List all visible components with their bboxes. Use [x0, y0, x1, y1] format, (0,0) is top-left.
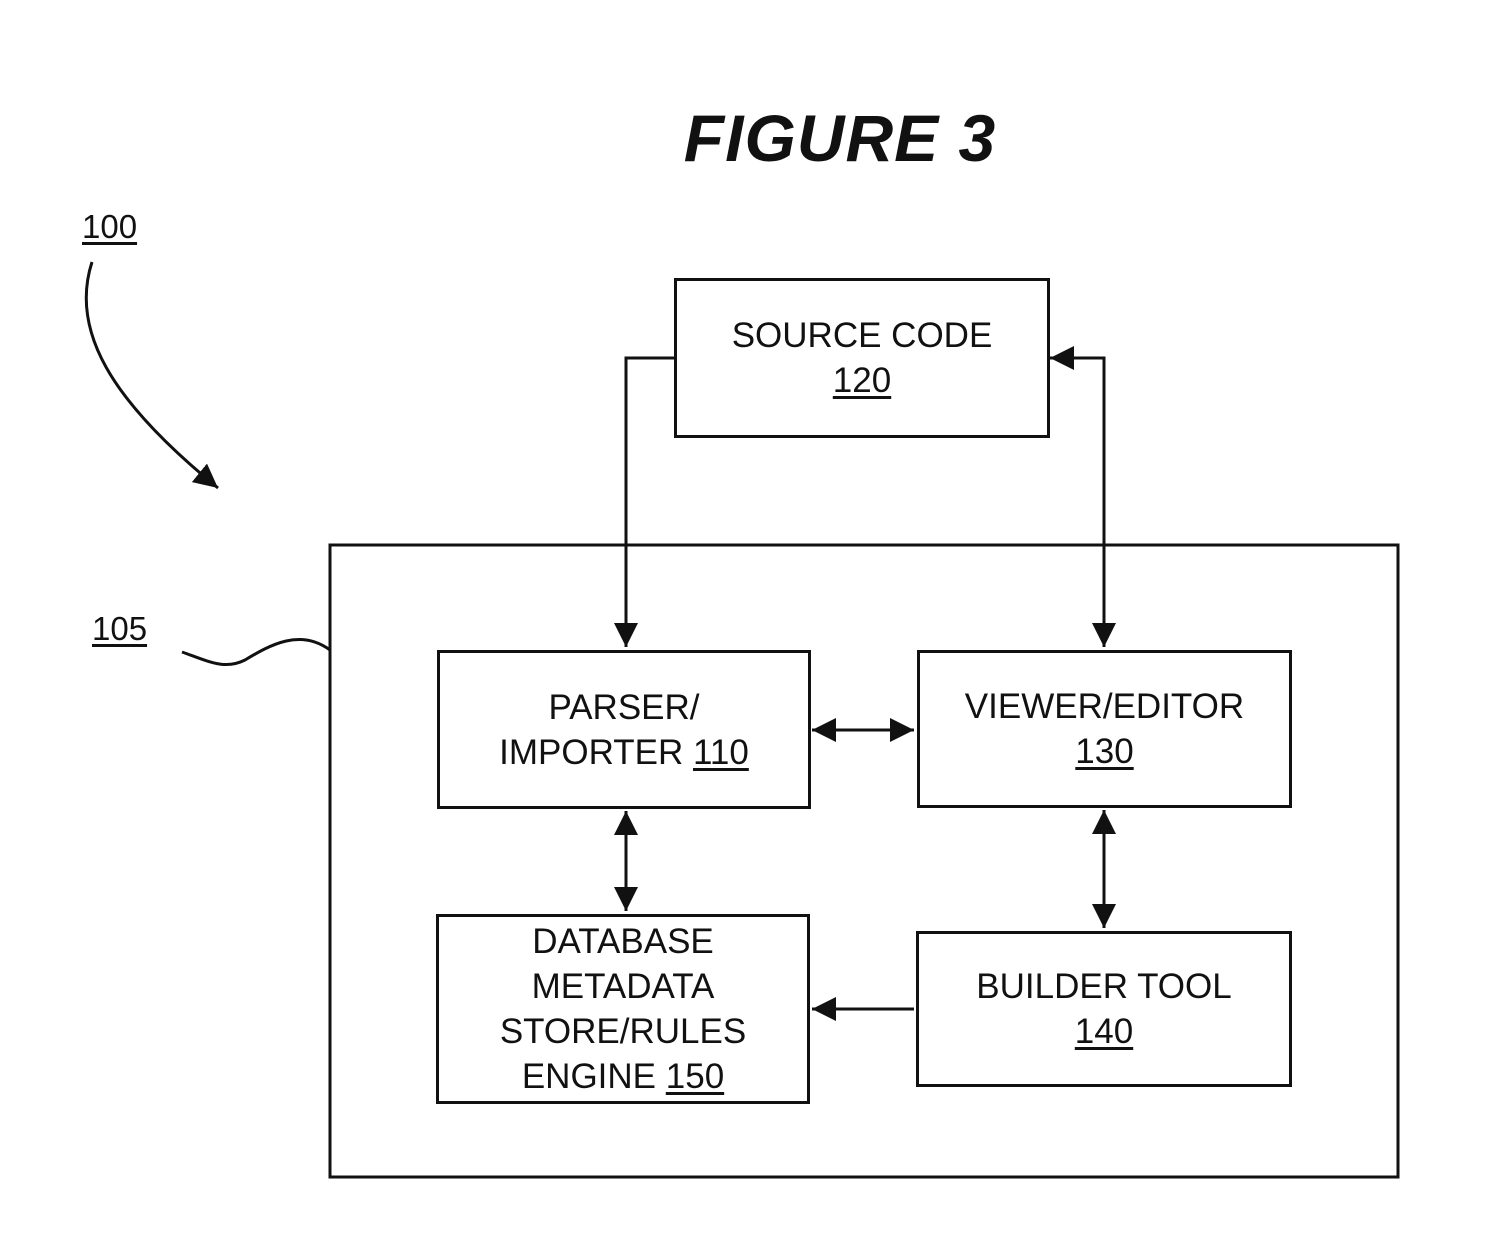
node-builder-number: 140 — [1075, 1009, 1133, 1054]
arrow-source-viewer — [1050, 358, 1104, 647]
node-source-code: SOURCE CODE 120 — [674, 278, 1050, 438]
node-database-label-line4: ENGINE — [522, 1057, 656, 1096]
node-database-rules-engine: DATABASE METADATA STORE/RULES ENGINE 150 — [436, 914, 810, 1104]
node-parser-importer: PARSER/ IMPORTER 110 — [437, 650, 811, 809]
arrow-source-to-parser — [626, 358, 674, 647]
node-parser-number: 110 — [693, 733, 749, 772]
figure-title: FIGURE 3 — [640, 100, 1040, 176]
node-database-label-line3: STORE/RULES — [500, 1009, 746, 1054]
ref-label-system: 100 — [82, 208, 137, 246]
node-builder-label: BUILDER TOOL — [976, 964, 1231, 1009]
node-viewer-label: VIEWER/EDITOR — [965, 684, 1244, 729]
node-viewer-number: 130 — [1075, 729, 1133, 774]
node-source-code-number: 120 — [833, 358, 891, 403]
node-database-label-line2: METADATA — [532, 964, 715, 1009]
node-viewer-editor: VIEWER/EDITOR 130 — [917, 650, 1292, 808]
node-database-number: 150 — [666, 1057, 724, 1096]
node-parser-label-line1: PARSER/ — [548, 685, 699, 730]
ref-label-container: 105 — [92, 610, 147, 648]
node-database-label-line1: DATABASE — [532, 919, 714, 964]
node-builder-tool: BUILDER TOOL 140 — [916, 931, 1292, 1087]
node-source-code-label: SOURCE CODE — [732, 313, 993, 358]
container-leader-line — [182, 639, 330, 664]
system-leader-arrow — [86, 262, 218, 488]
node-parser-label-line2: IMPORTER — [499, 733, 683, 772]
